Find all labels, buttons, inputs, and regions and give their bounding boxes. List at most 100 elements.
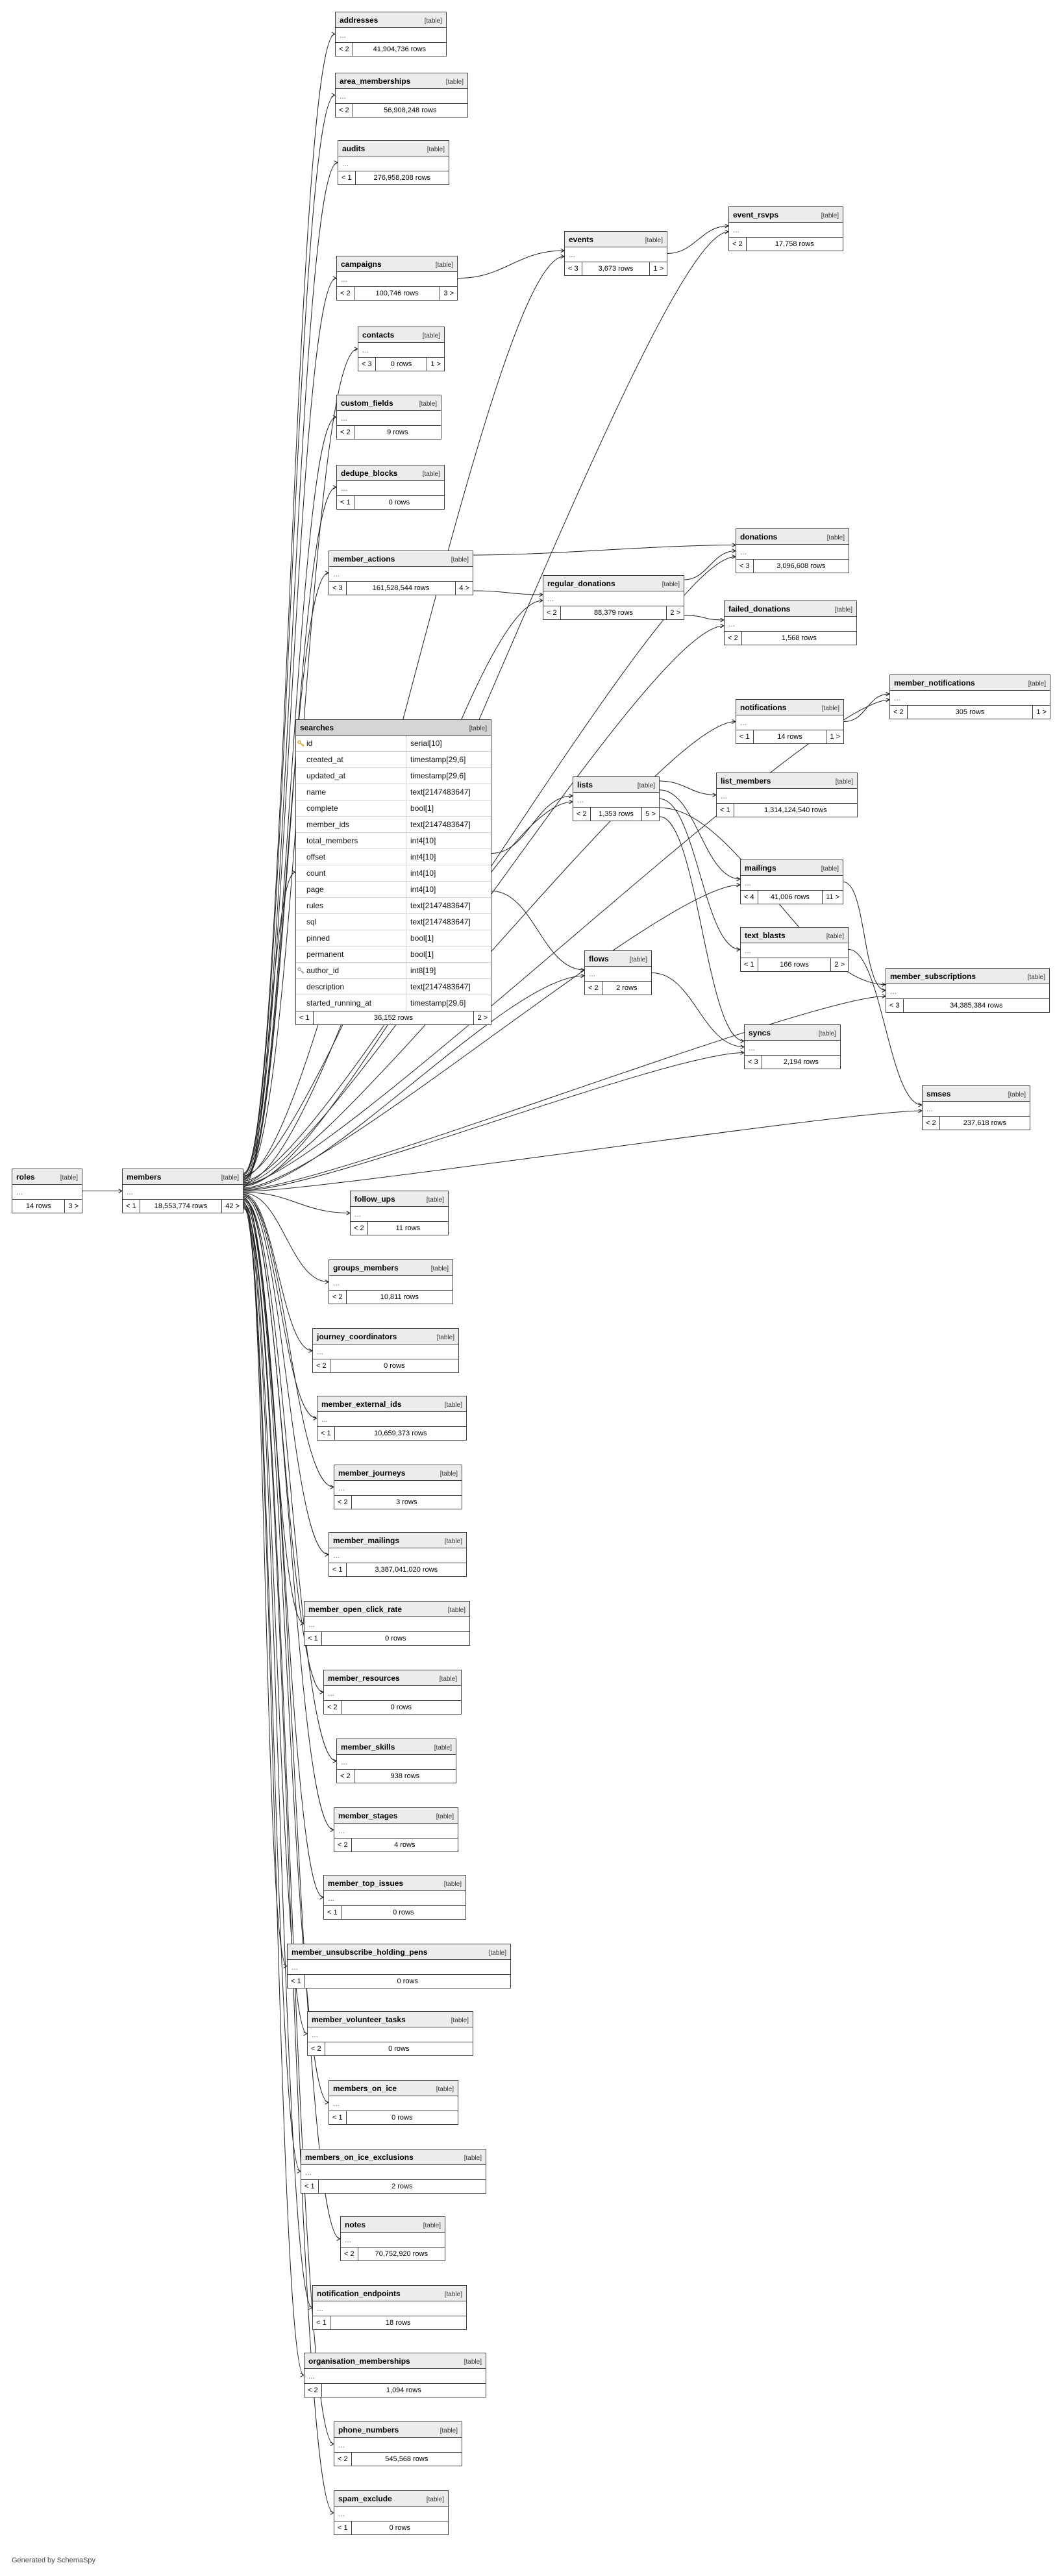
table-node-mailings[interactable]: mailings [table] ... < 4 41,006 rows 11 … [740, 860, 843, 904]
table-node-member_resources[interactable]: member_resources [table] ... < 2 0 rows [323, 1670, 462, 1715]
table-node-footer: < 4 41,006 rows 11 > [741, 890, 843, 904]
table-node-events[interactable]: events [table] ... < 3 3,673 rows 1 > [564, 231, 667, 276]
table-node-notes[interactable]: notes [table] ... < 2 70,752,920 rows [340, 2216, 445, 2261]
table-node-member_journeys[interactable]: member_journeys [table] ... < 2 3 rows [334, 1465, 462, 1509]
table-name-link[interactable]: groups_members [333, 1263, 399, 1272]
table-node-groups_members[interactable]: groups_members [table] ... < 2 10,811 ro… [329, 1259, 453, 1304]
table-name-link[interactable]: failed_donations [728, 604, 791, 613]
table-name-link[interactable]: members_on_ice [333, 2084, 397, 2093]
table-name-link[interactable]: organisation_memberships [308, 2357, 410, 2366]
table-name-link[interactable]: members [127, 1172, 162, 1182]
table-node-journey_coordinators[interactable]: journey_coordinators [table] ... < 2 0 r… [312, 1328, 459, 1373]
table-node-regular_donations[interactable]: regular_donations [table] ... < 2 88,379… [543, 575, 684, 620]
table-name-link[interactable]: member_mailings [333, 1536, 400, 1545]
table-node-syncs[interactable]: syncs [table] ... < 3 2,194 rows [744, 1024, 841, 1069]
table-name-link[interactable]: campaigns [341, 260, 382, 269]
table-node-members_on_ice[interactable]: members_on_ice [table] ... < 1 0 rows [329, 2080, 458, 2125]
table-node-addresses[interactable]: addresses [table] ... < 2 41,904,736 row… [335, 12, 447, 56]
exported-keys-count: 3 > [440, 287, 457, 300]
table-name-link[interactable]: smses [926, 1089, 951, 1098]
table-node-member_external_ids[interactable]: member_external_ids [table] ... < 1 10,6… [317, 1396, 467, 1441]
table-node-failed_donations[interactable]: failed_donations [table] ... < 2 1,568 r… [724, 601, 857, 645]
table-node-follow_ups[interactable]: follow_ups [table] ... < 2 11 rows [350, 1191, 449, 1235]
table-node-members_on_ice_exclusions[interactable]: members_on_ice_exclusions [table] ... < … [301, 2149, 486, 2194]
table-node-audits[interactable]: audits [table] ... < 1 276,958,208 rows [338, 140, 449, 185]
table-node-flows[interactable]: flows [table] ... < 2 2 rows [584, 950, 652, 995]
table-name-link[interactable]: member_top_issues [328, 1879, 404, 1888]
table-name-link[interactable]: audits [342, 144, 366, 153]
table-node-searches[interactable]: searches [table] id serial[10] created_a… [295, 719, 491, 1025]
table-name-link[interactable]: member_external_ids [321, 1400, 402, 1409]
table-name-link[interactable]: regular_donations [547, 579, 615, 588]
table-node-phone_numbers[interactable]: phone_numbers [table] ... < 2 545,568 ro… [334, 2421, 462, 2466]
table-name-link[interactable]: syncs [749, 1028, 771, 1037]
table-name-link[interactable]: event_rsvps [733, 210, 779, 219]
table-node-members[interactable]: members [table] ... < 1 18,553,774 rows … [122, 1169, 243, 1213]
table-name-link[interactable]: custom_fields [341, 399, 393, 408]
table-name-link[interactable]: member_notifications [894, 678, 975, 687]
table-node-donations[interactable]: donations [table] ... < 3 3,096,608 rows [736, 528, 849, 573]
column-row-count: count int4[10] [296, 865, 491, 882]
table-name-link[interactable]: notes [345, 2220, 366, 2229]
table-node-list_members[interactable]: list_members [table] ... < 1 1,314,124,5… [716, 773, 858, 817]
table-name-link[interactable]: flows [589, 954, 609, 963]
table-node-member_top_issues[interactable]: member_top_issues [table] ... < 1 0 rows [323, 1875, 466, 1920]
table-name-link[interactable]: dedupe_blocks [341, 469, 398, 478]
table-node-member_subscriptions[interactable]: member_subscriptions [table] ... < 3 34,… [886, 968, 1050, 1013]
table-name-link[interactable]: roles [16, 1172, 35, 1182]
table-name-link[interactable]: lists [577, 780, 593, 789]
table-name-link[interactable]: member_actions [333, 554, 395, 564]
table-node-custom_fields[interactable]: custom_fields [table] ... < 2 9 rows [336, 395, 441, 440]
table-name-link[interactable]: member_stages [338, 1811, 398, 1820]
table-node-member_open_click_rate[interactable]: member_open_click_rate [table] ... < 1 0… [304, 1601, 470, 1646]
table-node-organisation_memberships[interactable]: organisation_memberships [table] ... < 2… [304, 2353, 486, 2397]
imported-keys-count: < 2 [329, 1291, 347, 1304]
table-name-link[interactable]: events [569, 235, 594, 244]
table-node-member_unsubscribe_holding_pens[interactable]: member_unsubscribe_holding_pens [table] … [287, 1944, 511, 1988]
table-node-member_notifications[interactable]: member_notifications [table] ... < 2 305… [889, 675, 1050, 719]
table-name-link[interactable]: journey_coordinators [317, 1332, 397, 1341]
table-node-header: member_stages [table] [334, 1808, 458, 1824]
table-name-link[interactable]: member_subscriptions [890, 972, 976, 981]
table-type-label: [table] [439, 1676, 457, 1683]
table-node-member_stages[interactable]: member_stages [table] ... < 2 4 rows [334, 1807, 458, 1852]
table-name-link[interactable]: notification_endpoints [317, 2289, 401, 2298]
table-node-member_skills[interactable]: member_skills [table] ... < 2 938 rows [336, 1739, 456, 1783]
table-node-contacts[interactable]: contacts [table] ... < 3 0 rows 1 > [358, 327, 445, 371]
table-node-member_actions[interactable]: member_actions [table] ... < 3 161,528,5… [329, 551, 473, 595]
hidden-columns-ellipsis: ... [338, 2440, 345, 2449]
table-name-link[interactable]: member_open_click_rate [308, 1605, 403, 1614]
table-node-notification_endpoints[interactable]: notification_endpoints [table] ... < 1 1… [312, 2285, 467, 2330]
table-name-link[interactable]: member_unsubscribe_holding_pens [292, 1948, 428, 1957]
table-node-roles[interactable]: roles [table] ... 14 rows 3 > [12, 1169, 82, 1213]
table-name-link[interactable]: member_volunteer_tasks [312, 2015, 406, 2024]
table-name-link[interactable]: member_journeys [338, 1468, 406, 1478]
table-node-spam_exclude[interactable]: spam_exclude [table] ... < 1 0 rows [334, 2490, 449, 2535]
table-name-link[interactable]: follow_ups [354, 1195, 395, 1204]
table-node-campaigns[interactable]: campaigns [table] ... < 2 100,746 rows 3… [336, 256, 458, 301]
table-name-link[interactable]: contacts [362, 330, 395, 340]
table-name-link[interactable]: donations [740, 532, 778, 541]
table-name-link[interactable]: text_blasts [745, 931, 786, 940]
table-name-link[interactable]: member_skills [341, 1742, 395, 1752]
table-node-notifications[interactable]: notifications [table] ... < 1 14 rows 1 … [736, 699, 844, 744]
table-name-link[interactable]: members_on_ice_exclusions [305, 2153, 414, 2162]
table-node-member_volunteer_tasks[interactable]: member_volunteer_tasks [table] ... < 2 0… [307, 2011, 473, 2056]
table-node-header: member_mailings [table] [329, 1533, 466, 1548]
table-node-member_mailings[interactable]: member_mailings [table] ... < 1 3,387,04… [329, 1532, 467, 1577]
table-name-link[interactable]: area_memberships [340, 77, 411, 86]
table-node-event_rsvps[interactable]: event_rsvps [table] ... < 2 17,758 rows [728, 206, 843, 251]
table-name-link[interactable]: mailings [745, 863, 776, 873]
table-name-link[interactable]: addresses [340, 16, 379, 25]
table-node-dedupe_blocks[interactable]: dedupe_blocks [table] ... < 1 0 rows [336, 465, 445, 510]
table-name-link[interactable]: list_members [721, 776, 771, 786]
table-name-link[interactable]: searches [300, 723, 334, 732]
table-name-link[interactable]: spam_exclude [338, 2494, 392, 2503]
table-node-text_blasts[interactable]: text_blasts [table] ... < 1 166 rows 2 > [740, 927, 849, 972]
table-name-link[interactable]: notifications [740, 703, 787, 712]
table-node-area_memberships[interactable]: area_memberships [table] ... < 2 56,908,… [335, 73, 468, 118]
table-name-link[interactable]: phone_numbers [338, 2425, 399, 2434]
table-name-link[interactable]: member_resources [328, 1674, 400, 1683]
table-node-lists[interactable]: lists [table] ... < 2 1,353 rows 5 > [573, 776, 660, 821]
table-node-smses[interactable]: smses [table] ... < 2 237,618 rows [922, 1085, 1030, 1130]
